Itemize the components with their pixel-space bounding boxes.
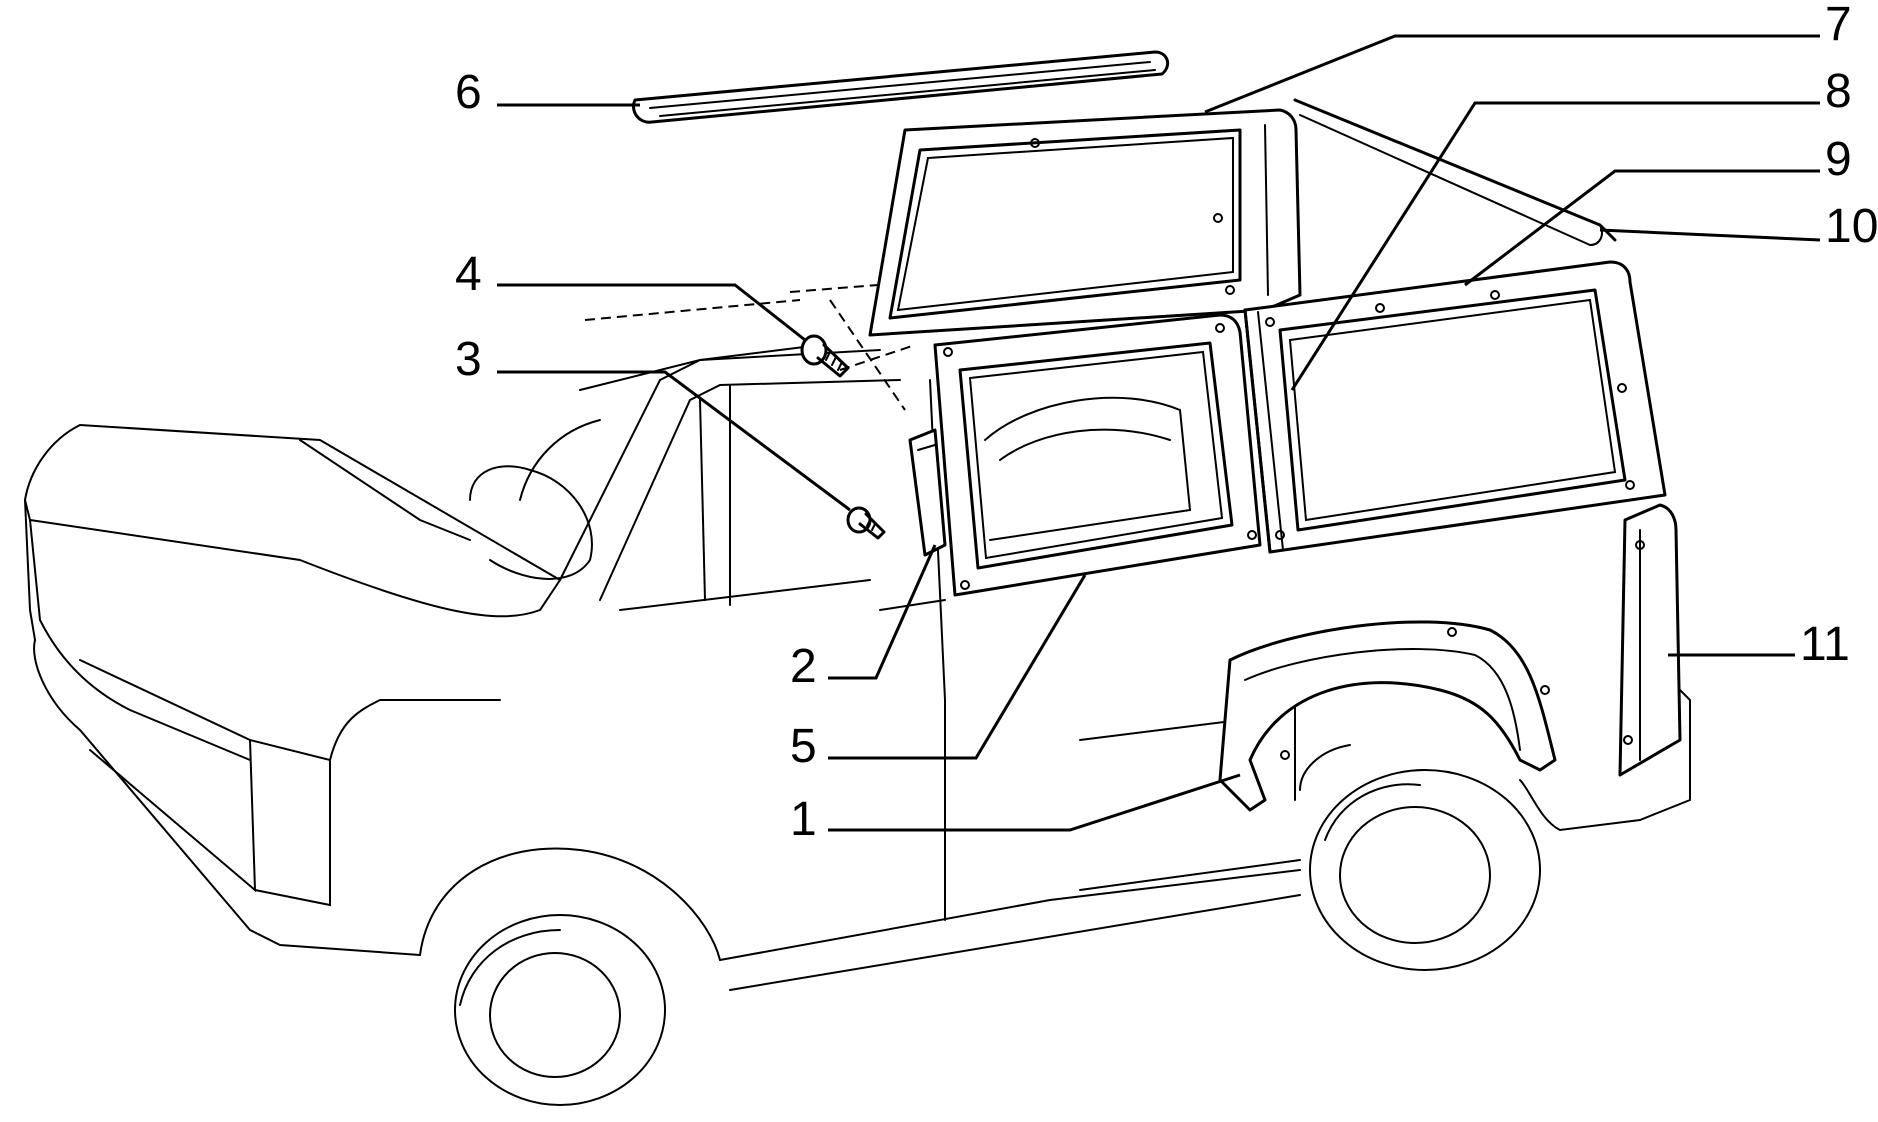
part-4-screw (800, 334, 850, 378)
leader-4 (497, 283, 806, 342)
part-9-side-window-frame (1243, 260, 1667, 554)
part-3-screw (846, 506, 886, 540)
callout-8: 8 (1825, 65, 1852, 118)
leader-1 (828, 773, 1241, 832)
vehicle-body-outline (23, 279, 1691, 1106)
leader-9 (1464, 169, 1820, 287)
part-6-roof-rail (632, 50, 1170, 124)
leader-lines (497, 34, 1821, 832)
part-2-trim-panel (908, 428, 947, 557)
callout-4: 4 (455, 248, 482, 301)
callout-2: 2 (790, 640, 817, 693)
part-5-door-window-frame (933, 313, 1262, 597)
callout-7: 7 (1825, 0, 1852, 51)
leader-7 (1204, 34, 1820, 114)
callout-6: 6 (455, 66, 482, 119)
callout-3: 3 (455, 333, 482, 386)
leader-10 (1599, 228, 1821, 242)
callout-11: 11 (1800, 618, 1850, 671)
part-10-roof-side-channel (1293, 98, 1617, 246)
callout-1: 1 (790, 793, 817, 846)
part-1-wheel-arch-liner (1218, 620, 1557, 812)
callout-10: 10 (1825, 200, 1878, 253)
leader-2 (828, 544, 937, 680)
part-7-upper-window-frame (868, 108, 1302, 337)
part-8-seal-strip (1243, 308, 1284, 554)
callout-numbers: 6 7 8 9 10 4 3 2 5 1 11 (455, 0, 1878, 846)
callout-9: 9 (1825, 133, 1852, 186)
part-11-rear-corner-panel (1618, 503, 1682, 777)
callout-5: 5 (790, 720, 817, 773)
leader-8 (1290, 101, 1820, 391)
leader-3 (497, 370, 851, 512)
leader-5 (828, 574, 1087, 760)
